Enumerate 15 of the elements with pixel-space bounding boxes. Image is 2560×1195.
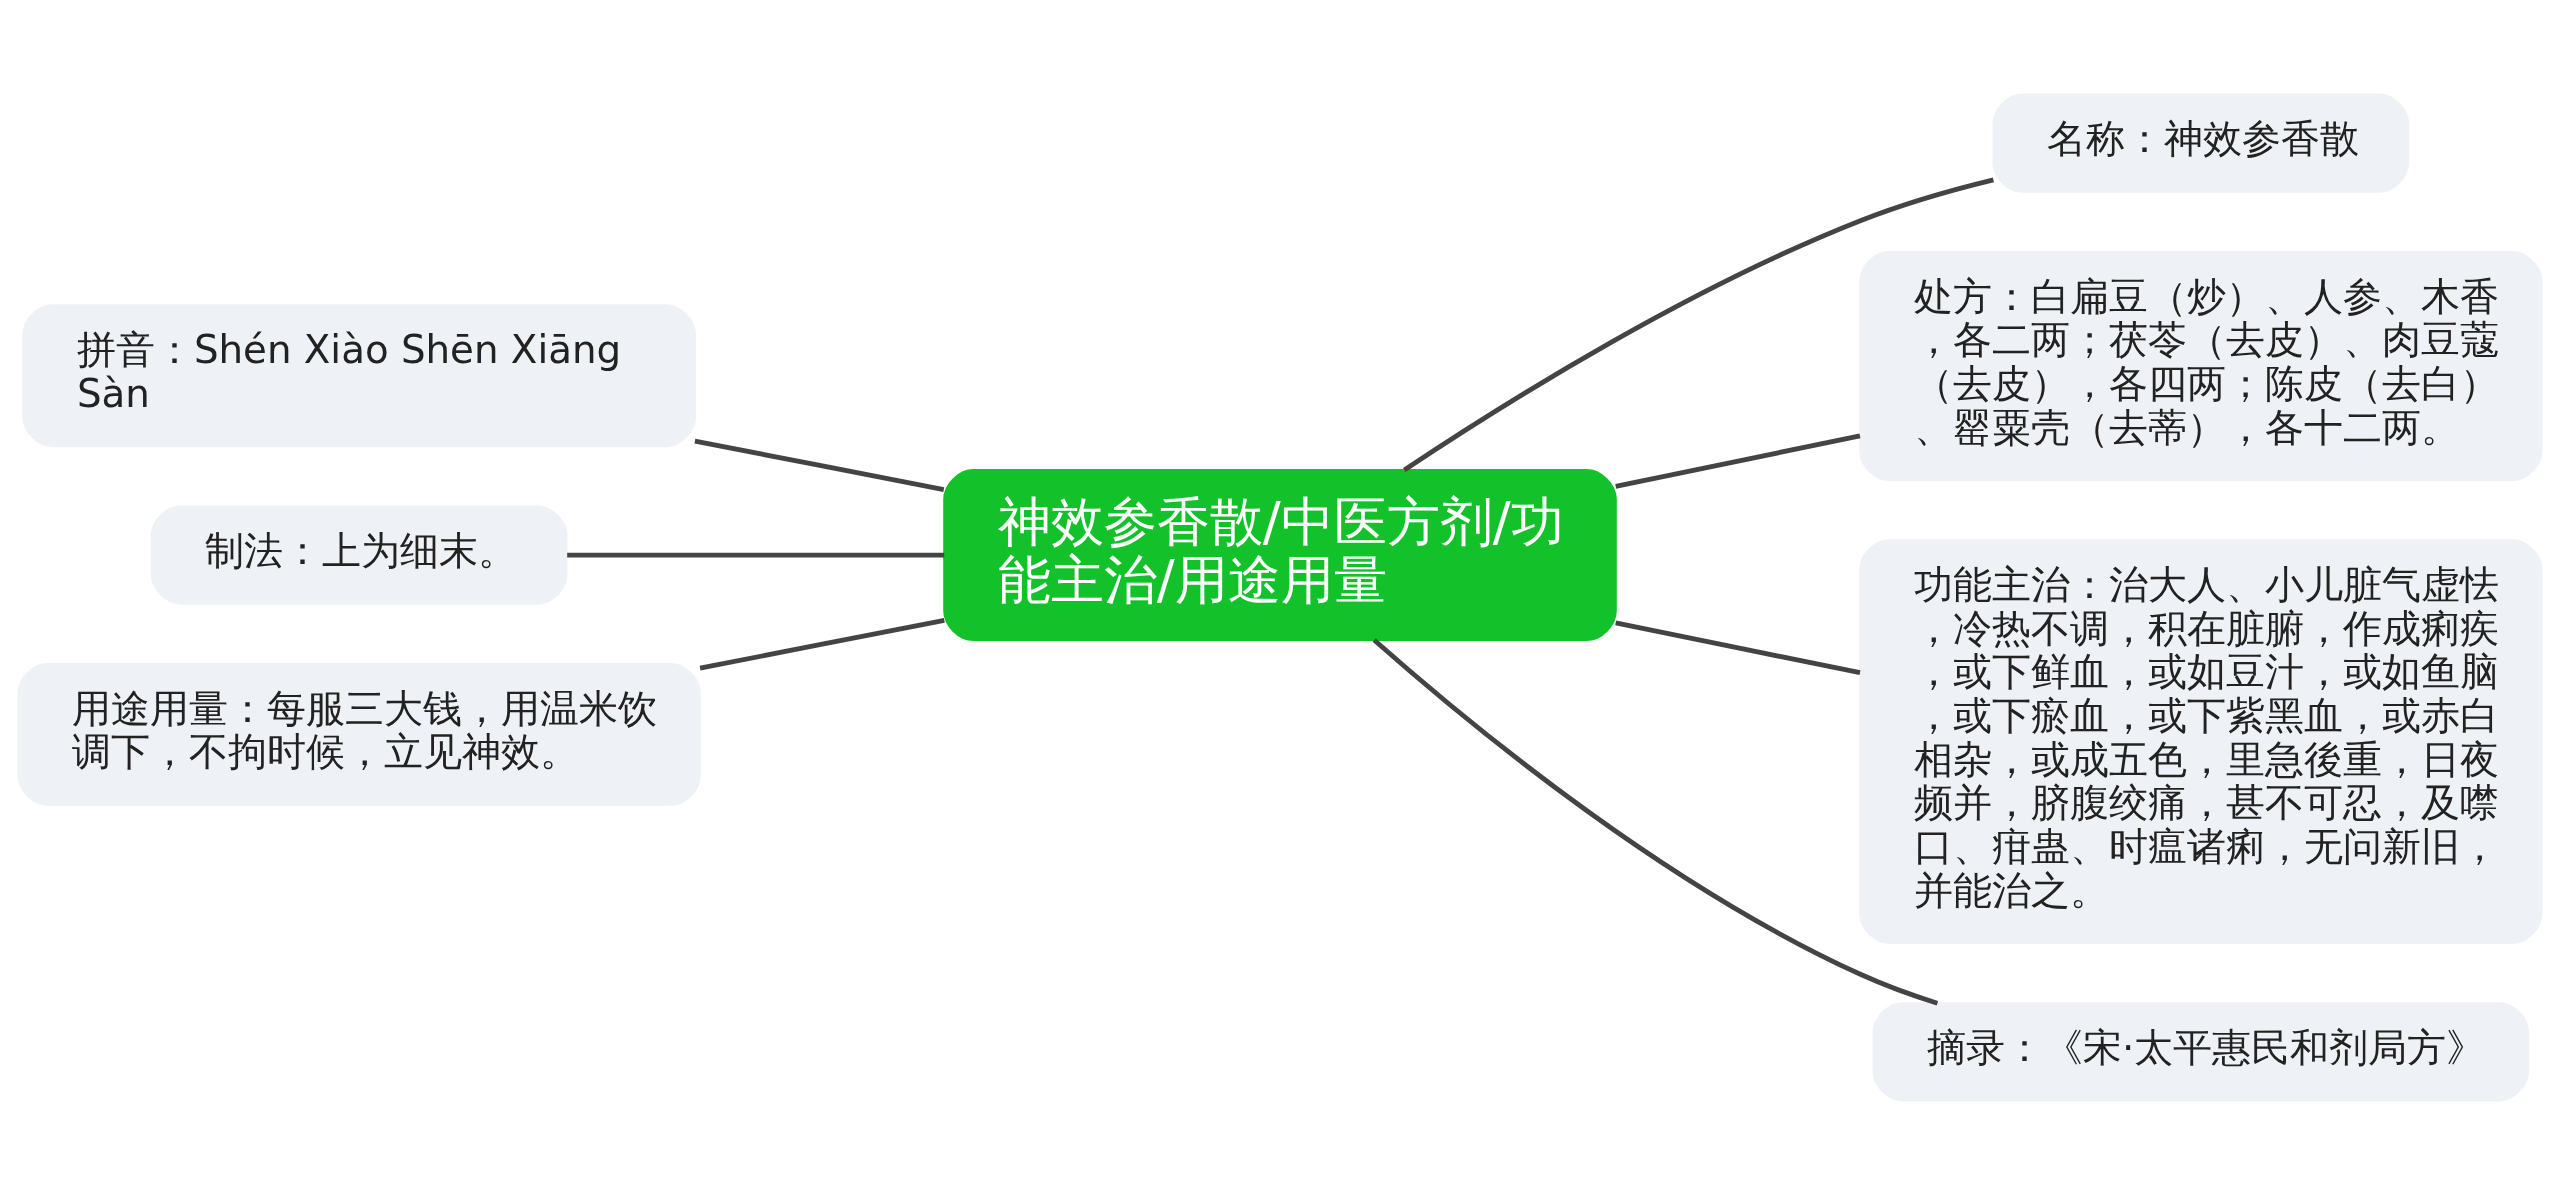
node-box: 用途用量：每服三大钱，用温米饮调下，不拘时候，立见神效。 bbox=[17, 662, 701, 806]
node-box: 名称：神效参香散 bbox=[1992, 93, 2410, 193]
connector bbox=[699, 617, 945, 671]
node-box: 功能主治：治大人、小儿脏气虚怯，冷热不调，积在脏腑，作成痢疾，或下鲜血，或如豆汁，或如鱼脑，或下瘀血，或下紫黑血，或赤白相杂，或成五色，里急後重，日夜频并，脐腹绞痛，甚不可忍，及噤口、疳蛊、时瘟诸痢，无问新旧，并能治之。 bbox=[1859, 539, 2543, 944]
connector bbox=[1615, 433, 1861, 489]
node-box: 摘录：《宋·太平惠民和剂局方》 bbox=[1872, 1002, 2530, 1102]
connector bbox=[1403, 177, 1994, 473]
node-box: 拼音：Shén Xiào Shēn Xiāng Sàn bbox=[22, 304, 696, 448]
node-box: 处方：白扁豆（炒）、人参、木香，各二两；茯苓（去皮）、肉豆蔻（去皮），各四两；陈皮（去白）、罂粟壳（去蒂），各十二两。 bbox=[1859, 251, 2543, 482]
connector bbox=[567, 552, 945, 558]
connector bbox=[1372, 638, 1939, 1006]
node-box: 神效参香散/中医方剂/功能主治/用途用量 bbox=[943, 469, 1617, 642]
connector bbox=[694, 438, 945, 493]
connector bbox=[1615, 620, 1861, 676]
node-box: 制法：上为细末。 bbox=[150, 505, 568, 605]
